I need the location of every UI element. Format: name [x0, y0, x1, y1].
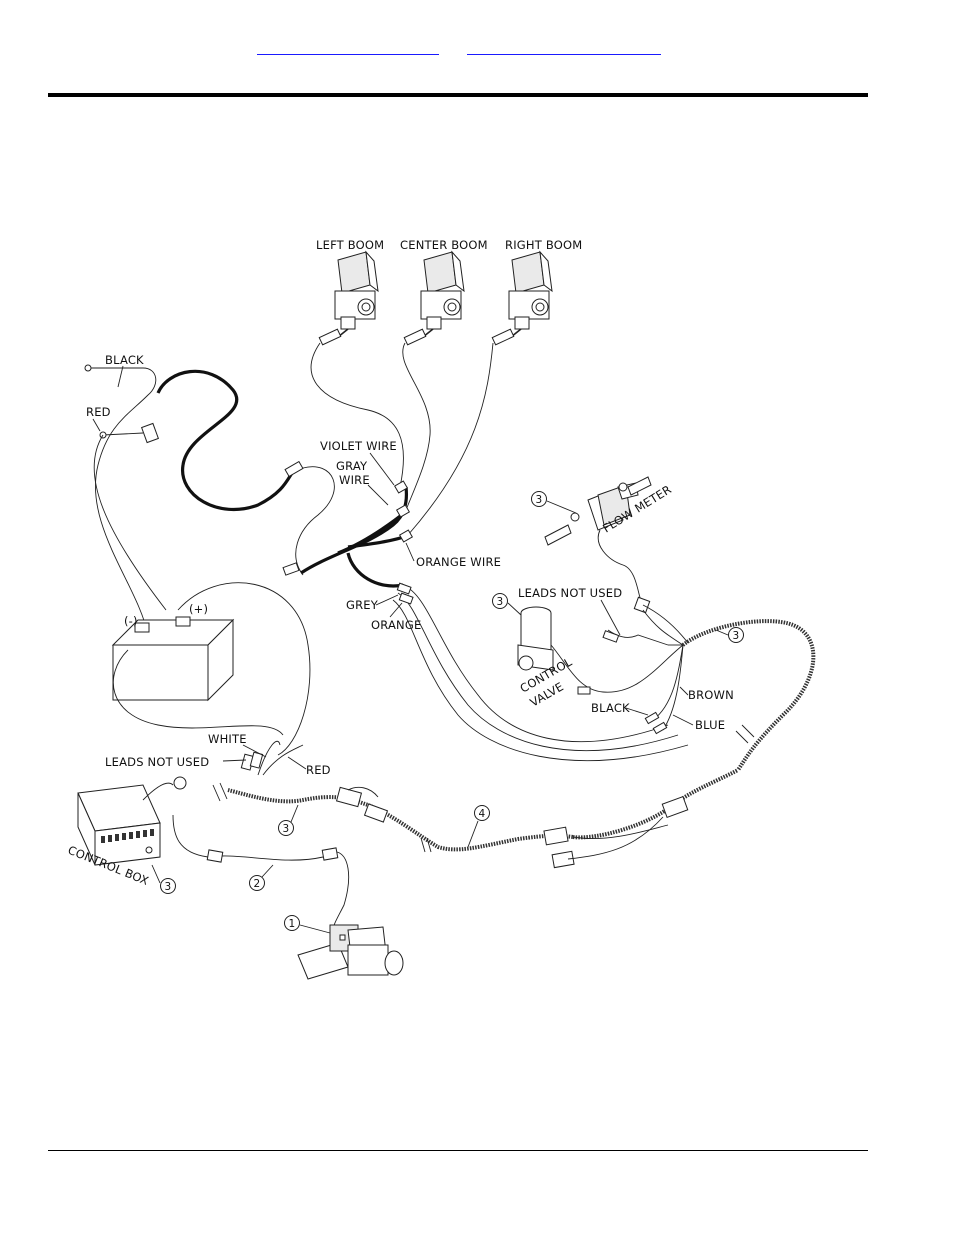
callout-flow-meter-number: 3 — [536, 494, 543, 506]
label-white: WHITE — [208, 732, 247, 746]
callout-harness-right-number: 3 — [733, 630, 740, 642]
control-valve — [518, 607, 553, 670]
switch-assembly — [298, 925, 403, 979]
center-boom-valve — [421, 252, 464, 329]
label-pos: (+) — [189, 602, 208, 616]
label-black-top: BLACK — [105, 353, 144, 367]
callout-control-box-number: 3 — [165, 881, 172, 893]
label-grey: GREY — [346, 598, 379, 612]
right-boom-valve — [509, 252, 552, 329]
bottom-rule — [48, 1150, 868, 1151]
label-center-boom: CENTER BOOM — [400, 238, 488, 252]
label-wire: WIRE — [339, 473, 370, 487]
label-neg: (-) — [124, 614, 138, 628]
label-leads-not-used-left: LEADS NOT USED — [105, 755, 209, 769]
battery — [113, 617, 233, 700]
label-gray: GRAY — [336, 459, 368, 473]
left-boom-valve — [335, 252, 378, 329]
callout-switch-number: 1 — [289, 918, 296, 930]
wiring-diagram: LEFT BOOM CENTER BOOM RIGHT BOOM BLACK R… — [48, 225, 848, 995]
label-left-boom: LEFT BOOM — [316, 238, 384, 252]
label-leads-not-used-right: LEADS NOT USED — [518, 586, 622, 600]
label-red-bottom: RED — [306, 763, 331, 777]
header-link-left[interactable] — [257, 38, 439, 55]
label-brown: BROWN — [688, 688, 734, 702]
label-red-top: RED — [86, 405, 111, 419]
label-right-boom: RIGHT BOOM — [505, 238, 582, 252]
callout-cable-number: 2 — [254, 878, 261, 890]
callout-harness-main-number: 3 — [283, 823, 290, 835]
label-orange: ORANGE — [371, 618, 421, 632]
top-rule — [48, 93, 868, 97]
label-black-bottom: BLACK — [591, 701, 630, 715]
label-orange-wire: ORANGE WIRE — [416, 555, 501, 569]
header-link-right[interactable] — [467, 38, 661, 55]
callout-control-valve-number: 3 — [497, 596, 504, 608]
label-blue: BLUE — [695, 718, 725, 732]
callout-extension-number: 4 — [479, 808, 486, 820]
label-violet-wire: VIOLET WIRE — [320, 439, 397, 453]
